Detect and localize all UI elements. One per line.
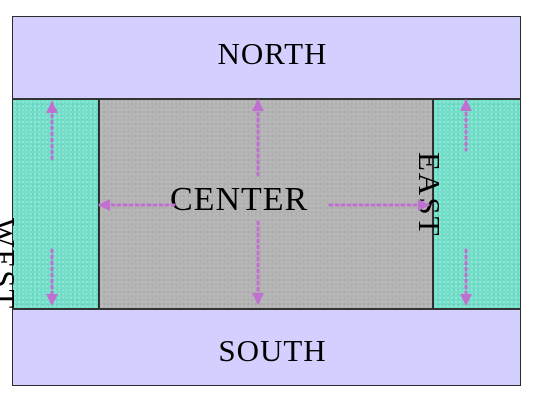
west-region [12,99,99,309]
center-region [99,99,433,309]
north-label: NORTH [217,36,328,71]
border-layout-diagram [12,16,521,386]
south-label: SOUTH [218,333,327,368]
center-label: CENTER [170,181,309,218]
south-region [12,309,521,386]
west-label: WEST [0,218,22,311]
east-region [433,99,521,309]
north-region [12,16,521,99]
east-label: EAST [412,152,447,238]
